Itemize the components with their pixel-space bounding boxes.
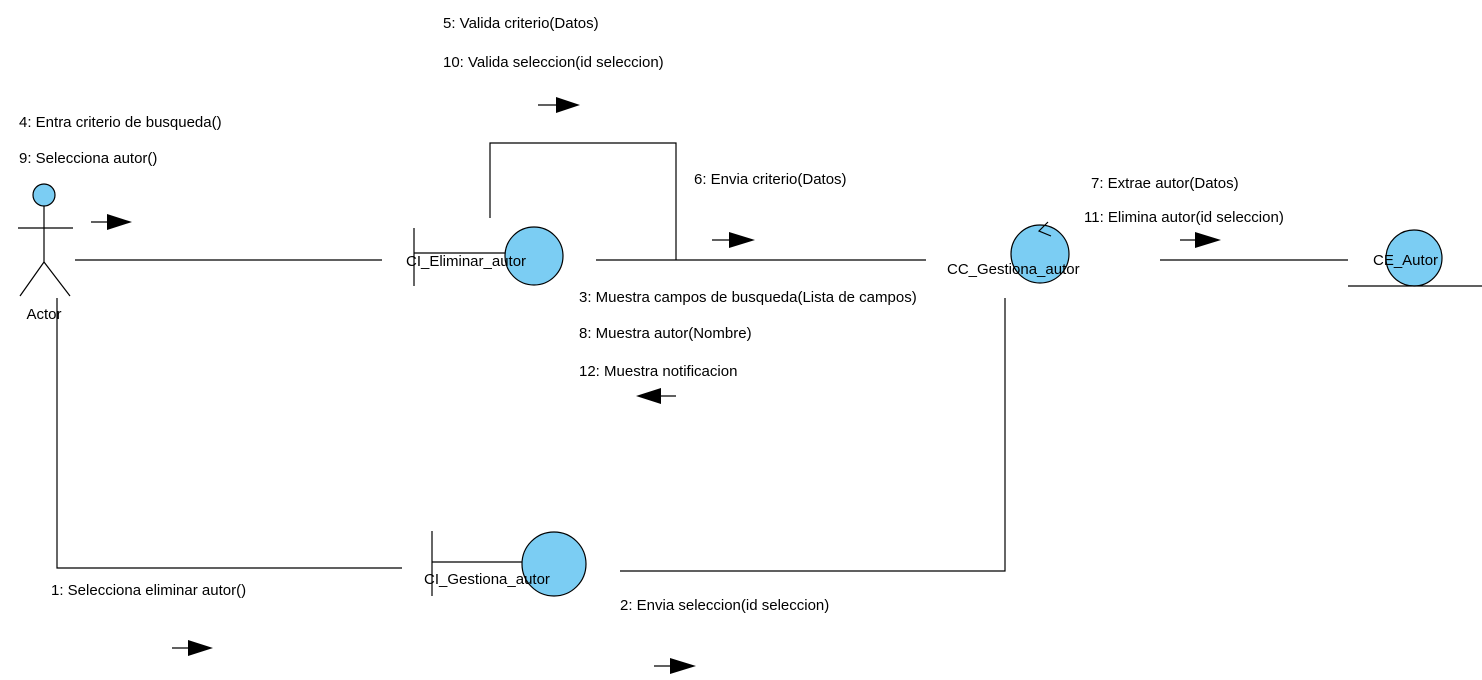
message-label: 8: Muestra autor(Nombre) — [579, 325, 752, 342]
link-self-ci-eliminar — [489, 142, 677, 260]
link-actor-ci-gestiona — [56, 298, 402, 569]
message-label: 12: Muestra notificacion — [579, 363, 737, 380]
message-group-ci-gestiona-to-cc: 2: Envia seleccion(id seleccion) — [620, 597, 829, 674]
object-name: CC_Gestiona_autor — [947, 261, 1080, 278]
object-ci-gestiona-autor[interactable]: CI_Gestiona_autor — [424, 531, 587, 597]
object-name: CE_Autor — [1373, 252, 1438, 269]
control-icon — [1010, 221, 1070, 284]
message-label: 1: Selecciona eliminar autor() — [51, 582, 246, 599]
message-group-cc-to-ci-eliminar: 3: Muestra campos de busqueda(Lista de c… — [579, 289, 917, 404]
arrow-right-icon — [1180, 232, 1221, 248]
arrow-right-icon — [172, 640, 213, 656]
message-label: 9: Selecciona autor() — [19, 150, 157, 167]
arrow-right-icon — [712, 232, 755, 248]
link-ci-gestiona-cc — [620, 298, 1006, 572]
message-group-ci-eliminar-to-cc: 6: Envia criterio(Datos) — [694, 171, 847, 248]
message-group-cc-to-ce: 7: Extrae autor(Datos) 11: Elimina autor… — [1084, 175, 1284, 248]
message-group-actor-to-ci-eliminar: 4: Entra criterio de busqueda() 9: Selec… — [19, 114, 222, 230]
boundary-icon — [413, 226, 564, 286]
message-label: 7: Extrae autor(Datos) — [1091, 175, 1239, 192]
arrow-right-icon — [538, 97, 580, 113]
message-label: 4: Entra criterio de busqueda() — [19, 114, 222, 131]
message-group-actor-to-ci-gestiona: 1: Selecciona eliminar autor() — [51, 582, 246, 656]
boundary-icon — [431, 531, 587, 597]
message-label: 6: Envia criterio(Datos) — [694, 171, 847, 188]
message-label: 2: Envia seleccion(id seleccion) — [620, 597, 829, 614]
object-name: CI_Gestiona_autor — [424, 571, 550, 588]
message-group-self-ci-eliminar: 5: Valida criterio(Datos) 10: Valida sel… — [443, 15, 664, 113]
object-ci-eliminar-autor[interactable]: CI_Eliminar_autor — [406, 226, 564, 286]
object-cc-gestiona-autor[interactable]: CC_Gestiona_autor — [947, 221, 1080, 284]
actor[interactable]: Actor — [18, 183, 73, 323]
message-label: 10: Valida seleccion(id seleccion) — [443, 54, 664, 71]
arrow-right-icon — [91, 214, 132, 230]
arrow-left-icon — [636, 388, 676, 404]
actor-name: Actor — [26, 306, 61, 323]
actor-stick-figure-icon — [18, 183, 73, 297]
message-label: 11: Elimina autor(id seleccion) — [1084, 209, 1284, 226]
message-label: 5: Valida criterio(Datos) — [443, 15, 599, 32]
object-name: CI_Eliminar_autor — [406, 253, 526, 270]
object-ce-autor[interactable]: CE_Autor — [1348, 229, 1482, 287]
entity-icon — [1348, 229, 1482, 287]
message-label: 3: Muestra campos de busqueda(Lista de c… — [579, 289, 917, 306]
arrow-right-icon — [654, 658, 696, 674]
